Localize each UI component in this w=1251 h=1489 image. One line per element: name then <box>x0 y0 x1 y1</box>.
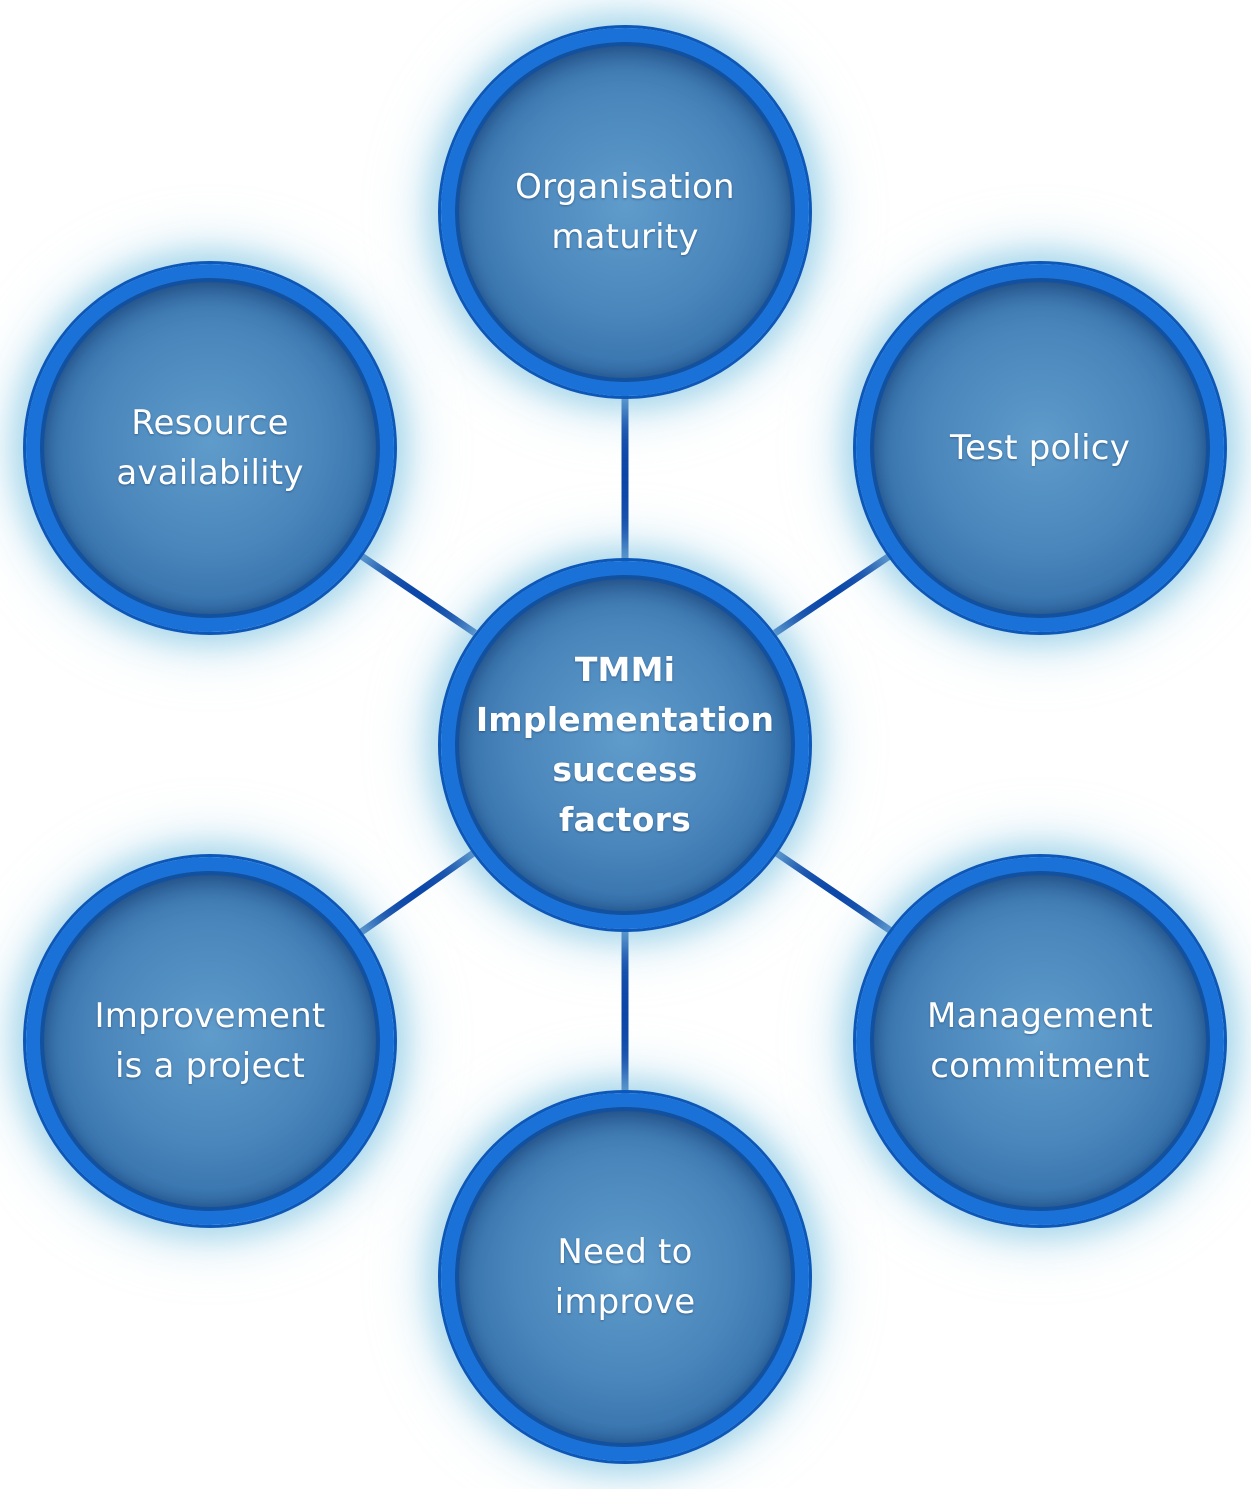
node-label-improvement-is-a-project: Improvement is a project <box>94 996 326 1086</box>
node-test-policy: Test policy <box>856 264 1224 632</box>
node-label-organisation-maturity: Organisation maturity <box>515 167 735 257</box>
node-center-tmmi-success-factors: TMMi Implementation success factors <box>441 561 809 929</box>
connector-management-commitment <box>773 849 896 936</box>
node-need-to-improve: Need to improve <box>441 1093 809 1461</box>
connector-resource-availability <box>355 550 477 636</box>
node-label-management-commitment: Management commitment <box>927 996 1153 1086</box>
node-organisation-maturity: Organisation maturity <box>441 28 809 396</box>
node-improvement-is-a-project: Improvement is a project <box>26 857 394 1225</box>
connector-improvement-is-a-project <box>354 849 478 938</box>
node-label-need-to-improve: Need to improve <box>554 1232 696 1322</box>
center-label: TMMi Implementation success factors <box>475 650 775 839</box>
node-label-test-policy: Test policy <box>949 428 1131 468</box>
connector-test-policy <box>773 550 896 636</box>
node-label-resource-availability: Resource availability <box>116 403 304 493</box>
node-management-commitment: Management commitment <box>856 857 1224 1225</box>
node-resource-availability: Resource availability <box>26 264 394 632</box>
